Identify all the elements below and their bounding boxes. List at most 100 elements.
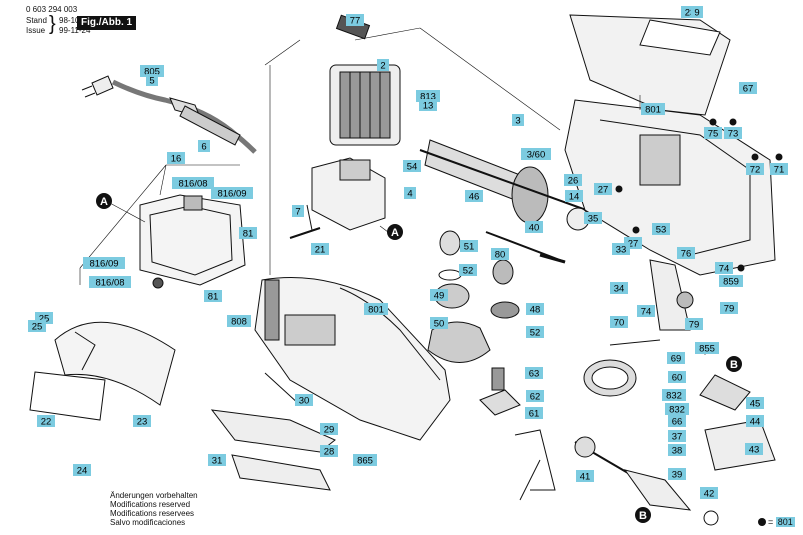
callout-text: 75	[708, 129, 719, 140]
note-line: Modifications reservees	[110, 509, 195, 518]
callout-text: 801	[645, 105, 661, 116]
callout-label: 40	[525, 221, 543, 234]
callout-box	[377, 59, 389, 71]
callout-text: 5	[149, 76, 154, 87]
callout-label: 43	[745, 443, 763, 456]
callout-label: 23	[133, 415, 151, 428]
callout-text: 28	[324, 447, 335, 458]
dot-marker	[775, 153, 783, 161]
callout-label: 816/09	[83, 257, 125, 270]
callout-text: 805	[144, 67, 160, 78]
callout-label: 27	[594, 183, 612, 196]
callout-label: 4	[404, 187, 416, 200]
callout-label: 73	[724, 127, 742, 140]
callout-box	[172, 177, 214, 189]
callout-box	[665, 403, 689, 415]
callout-label: 44	[746, 415, 764, 428]
motor-housing	[254, 277, 451, 441]
header-brace: }	[49, 13, 56, 35]
callout-text: 52	[530, 328, 541, 339]
cord-strain-relief	[179, 105, 241, 146]
callout-box	[576, 470, 594, 482]
callout-box	[198, 140, 210, 152]
callout-text: 70	[614, 318, 625, 329]
callout-label: 13	[419, 99, 437, 112]
callout-label: 48	[526, 303, 544, 316]
callout-text: 22	[41, 417, 52, 428]
dot-marker	[615, 185, 623, 193]
callout-label: 26	[564, 174, 582, 187]
callout-label: 74	[715, 262, 733, 275]
callout-box	[526, 326, 544, 338]
callout-text: 33	[616, 245, 627, 256]
callout-label: 72	[746, 163, 764, 176]
callout-box	[691, 6, 703, 18]
callout-text: 39	[672, 470, 683, 481]
callout-label: 46	[465, 190, 483, 203]
callout-text: 3/60	[527, 150, 546, 161]
note-line: Salvo modificaciones	[110, 518, 186, 527]
callout-text: 61	[529, 409, 540, 420]
callout-text: 77	[350, 16, 361, 27]
callout-label: 69	[667, 352, 685, 365]
callout-label: 81	[204, 290, 222, 303]
callout-text: 50	[434, 319, 445, 330]
callout-text: 48	[530, 305, 541, 316]
callout-text: 45	[750, 399, 761, 410]
callout-label: 71	[770, 163, 788, 176]
lift-rod-assembly	[574, 436, 719, 526]
dot-marker	[751, 153, 759, 161]
callout-box	[584, 212, 602, 224]
callout-label: 76	[677, 247, 695, 260]
callout-box	[521, 148, 551, 160]
callout-text: 3	[515, 116, 520, 127]
callout-text: 71	[774, 165, 785, 176]
callout-label: 66	[668, 415, 686, 428]
callout-label: 22	[37, 415, 55, 428]
dot-marker-icon	[758, 518, 766, 526]
brush-cage-assembly	[139, 194, 246, 289]
callout-box	[668, 430, 686, 442]
callout-label: 53	[652, 223, 670, 236]
marker-circle	[96, 193, 112, 209]
callout-box	[403, 160, 421, 172]
callout-text: 816/08	[178, 179, 207, 190]
callout-label: 3	[512, 114, 524, 127]
callout-label: 25	[28, 320, 46, 333]
callout-text: 16	[171, 154, 182, 165]
callout-label: 50	[430, 317, 448, 330]
dust-guard-cover	[29, 321, 176, 421]
callout-text: 26	[568, 176, 579, 187]
note-line: Modifications reserved	[110, 500, 191, 509]
callout-label: 6	[198, 140, 210, 153]
callout-label: 41	[576, 470, 594, 483]
dot-key-legend: = 801	[758, 517, 795, 527]
callout-box	[37, 415, 55, 427]
callout-text: 13	[423, 101, 434, 112]
callout-label: 77	[346, 14, 364, 27]
marker-letter: A	[391, 227, 399, 239]
callout-label: 816/09	[211, 187, 253, 200]
callout-box	[700, 487, 718, 499]
callout-text: 79	[689, 320, 700, 331]
reference-marker: A	[96, 193, 112, 209]
callout-box	[512, 114, 524, 126]
callout-box	[364, 303, 388, 315]
marker-letter: B	[730, 359, 738, 371]
bevel-gear	[583, 339, 661, 397]
callout-text: 44	[750, 417, 761, 428]
callout-box	[211, 187, 253, 199]
callout-box	[320, 423, 338, 435]
callout-text: 9	[694, 8, 699, 19]
callout-box	[668, 415, 686, 427]
callout-box	[208, 454, 226, 466]
callout-text: 72	[750, 165, 761, 176]
callout-box	[564, 174, 582, 186]
callout-box	[430, 317, 448, 329]
callout-label: 816/08	[89, 276, 131, 289]
callout-box	[525, 367, 543, 379]
armature-rotor	[419, 139, 601, 231]
issue-value: 99-11-24	[59, 26, 91, 35]
issue-label: Issue	[26, 26, 46, 35]
callout-text: 67	[743, 84, 754, 95]
